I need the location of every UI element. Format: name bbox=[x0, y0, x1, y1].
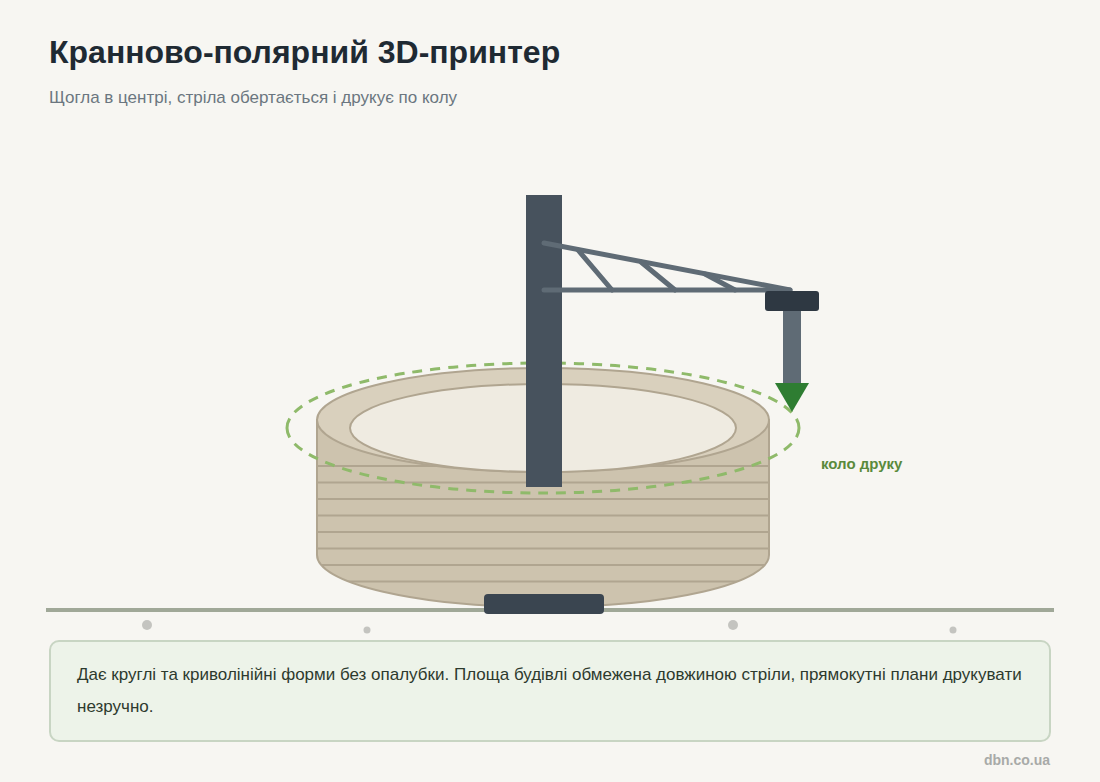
page-title: Кранново-полярний 3D-принтер bbox=[49, 34, 560, 71]
note-box: Дає круглі та криволінійні форми без опа… bbox=[49, 640, 1051, 742]
print-layer bbox=[317, 498, 769, 500]
print-layer bbox=[317, 564, 769, 566]
print-layer bbox=[317, 531, 769, 533]
print-layer bbox=[317, 515, 769, 517]
note-text: Дає круглі та криволінійні форми без опа… bbox=[77, 659, 1023, 723]
page-subtitle: Щогла в центрі, стріла обертається і дру… bbox=[49, 88, 457, 108]
print-layer bbox=[317, 581, 769, 583]
watermark: dbn.co.ua bbox=[984, 752, 1050, 768]
print-circle-label: коло друку bbox=[821, 455, 902, 472]
print-layer bbox=[317, 548, 769, 550]
